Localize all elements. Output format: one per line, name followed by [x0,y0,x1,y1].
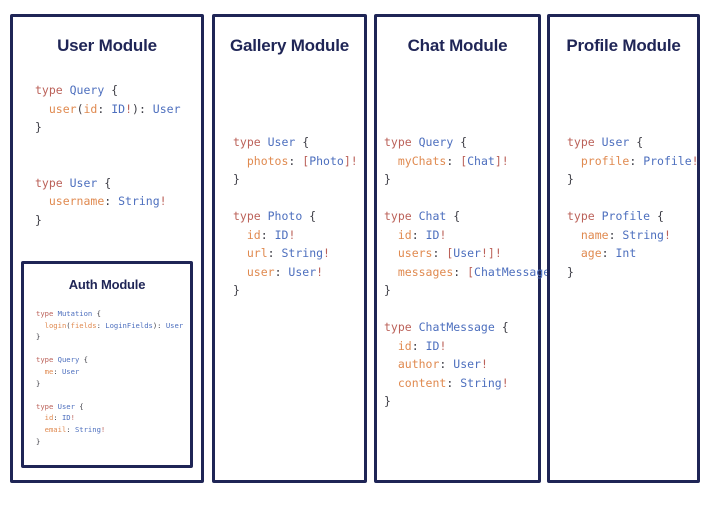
code-block-gallery-module: type User { photos: [Photo]! } type Phot… [233,135,358,297]
panel-gallery-module[interactable]: Gallery Module type User { photos: [Phot… [212,14,367,483]
panel-auth-module[interactable]: Auth Module type Mutation { login(fields… [21,261,193,468]
code-block-user-module: type Query { user(id: ID!): User } type … [35,83,181,227]
panel-user-module[interactable]: User Module type Query { user(id: ID!): … [10,14,204,483]
panel-chat-module[interactable]: Chat Module type Query { myChats: [Chat]… [374,14,564,483]
panel-title-chat-module: Chat Module [407,36,508,55]
code-block-auth-module: type Mutation { login(fields: LoginField… [36,309,184,446]
panel-title-auth-module: Auth Module [68,277,146,292]
panel-profile-module[interactable]: Profile Module type User { profile: Prof… [547,14,700,483]
panel-title-gallery-module: Gallery Module [229,36,350,55]
panel-title-user-module: User Module [57,36,157,55]
code-block-profile-module: type User { profile: Profile! } type Pro… [567,135,699,279]
panel-title-profile-module: Profile Module [566,36,681,55]
code-block-chat-module: type Query { myChats: [Chat]! } type Cha… [384,135,564,408]
